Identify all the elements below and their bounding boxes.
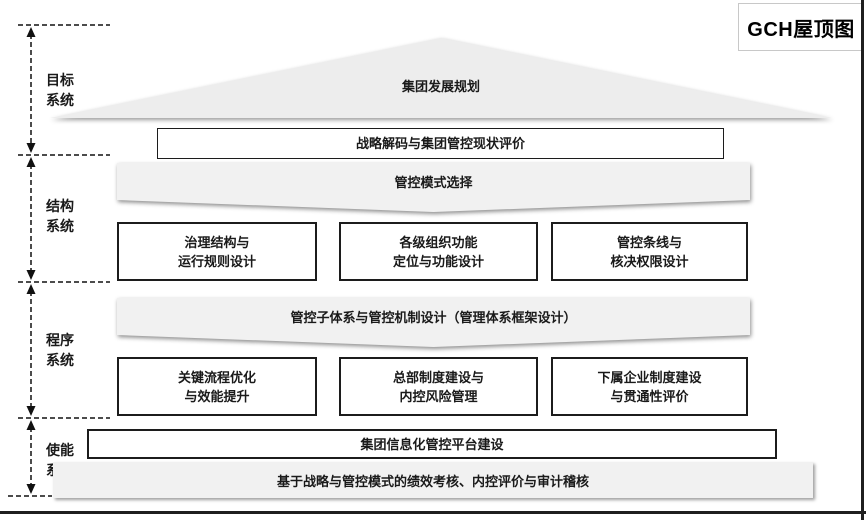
box-text-line: 与贯通性评价	[610, 388, 689, 404]
box-text-line: 运行规则设计	[177, 253, 256, 269]
box-text-line: 定位与功能设计	[392, 253, 484, 269]
organization-function-box: 各级组织功能 定位与功能设计	[339, 222, 538, 281]
box-text-line: 总部制度建设与	[392, 369, 484, 385]
strategy-decode-box: 战略解码与集团管控现状评价	[157, 128, 724, 159]
rail-label-goal-system: 目标 系统	[46, 72, 74, 108]
information-platform-label: 集团信息化管控平台建设	[360, 436, 504, 452]
roof-label: 集团发展规划	[401, 79, 480, 94]
performance-audit-bar: 基于战略与管控模式的绩效考核、内控评价与审计稽核	[53, 462, 813, 498]
information-platform-box: 集团信息化管控平台建设	[87, 429, 777, 459]
left-rail-dashed-arrows	[8, 24, 110, 497]
box-text-line: 下属企业制度建设	[597, 369, 702, 385]
box-text-line: 内控风险管理	[399, 388, 478, 404]
control-lines-authority-box: 管控条线与 核决权限设计	[551, 222, 748, 281]
box-text-line: 与效能提升	[184, 388, 250, 404]
governance-structure-box: 治理结构与 运行规则设计	[117, 222, 317, 281]
box-text-line: 治理结构与	[184, 234, 250, 250]
subsidiary-system-box: 下属企业制度建设 与贯通性评价	[551, 357, 748, 416]
box-text-line: 各级组织功能	[399, 234, 478, 250]
procedure-banner-shape	[117, 298, 750, 347]
performance-audit-label: 基于战略与管控模式的绩效考核、内控评价与审计稽核	[276, 473, 589, 489]
box-text-line: 核决权限设计	[610, 253, 689, 269]
bottom-frame-line	[0, 511, 866, 514]
rail-label-structure-system: 结构 系统	[46, 198, 74, 234]
structure-banner-shape	[117, 163, 750, 212]
right-frame-line	[861, 0, 864, 520]
strategy-decode-label: 战略解码与集团管控现状评价	[355, 136, 525, 151]
key-process-optimization-box: 关键流程优化 与效能提升	[117, 357, 317, 416]
roof-triangle	[50, 38, 832, 118]
box-text-line: 管控条线与	[616, 234, 682, 250]
rail-label-procedure-system: 程序 系统	[46, 332, 74, 368]
box-text-line: 关键流程优化	[177, 369, 256, 385]
structure-banner-label: 管控模式选择	[394, 175, 473, 190]
hq-system-risk-box: 总部制度建设与 内控风险管理	[339, 357, 538, 416]
procedure-banner-label: 管控子体系与管控机制设计（管理体系框架设计）	[290, 310, 577, 325]
